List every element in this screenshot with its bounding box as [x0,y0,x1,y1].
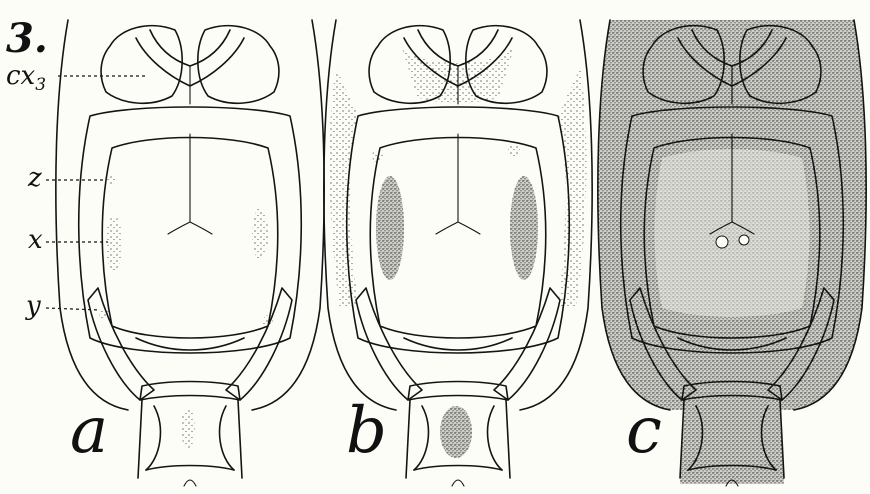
stipple-spot-y-left [99,309,109,319]
label-z: z [27,163,42,193]
label-y: y [25,291,41,321]
pale-spot-right [739,235,749,245]
stipple-spot-right-small [508,144,520,156]
pale-spot-left [716,236,728,248]
stipple-spot-z [104,176,116,184]
stipple-spot-x-left [106,216,122,272]
stipple-spot-abdomen [440,406,472,458]
panel-letter-a: a [70,394,108,468]
label-x: x [28,225,43,255]
label-cx3: cx3 [6,61,46,95]
stipple-spot-x-right [252,208,268,260]
stipple-spot-abdomen [181,408,195,448]
stipple-patch-right [510,176,538,280]
label-cx3-sub: 3 [35,75,46,95]
figure-number: 3. [6,15,48,62]
stipple-spot-left-small [372,150,384,162]
leader-y [46,308,100,310]
stipple-patch-left [376,176,404,280]
label-cx3-base: cx [6,61,36,91]
panel-letter-c: c [626,394,662,468]
panel-letter-b: b [346,394,387,468]
stipple-spot-y-right [263,315,273,329]
